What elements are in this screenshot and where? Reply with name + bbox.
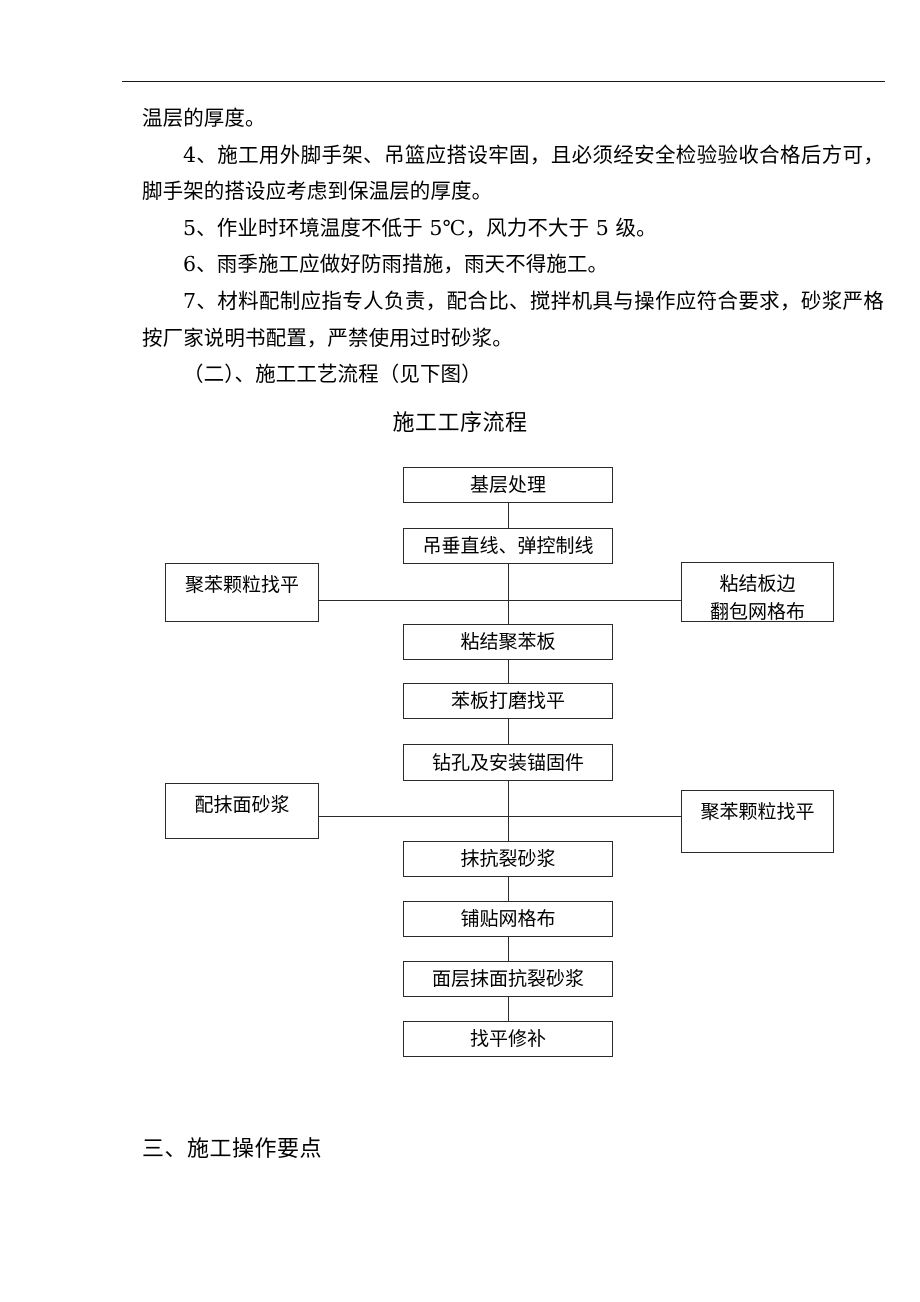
flow-node-8-label: 面层抹面抗裂砂浆 xyxy=(431,968,584,990)
flow-side-node-left-2[interactable]: 配抹面砂浆 xyxy=(165,783,319,839)
flow-side-node-left-1[interactable]: 聚苯颗粒找平 xyxy=(165,563,319,622)
connector-v-7-8 xyxy=(508,937,509,961)
connector-v-3-4 xyxy=(508,660,509,683)
connector-v-1-2 xyxy=(508,503,509,528)
header-divider xyxy=(122,81,885,82)
section-heading-3: 三、施工操作要点 xyxy=(142,1137,323,1162)
flow-side-node-right-1[interactable]: 粘结板边 翻包网格布 xyxy=(681,562,834,623)
flow-node-4[interactable]: 苯板打磨找平 xyxy=(403,683,613,719)
flow-node-6[interactable]: 抹抗裂砂浆 xyxy=(403,841,613,877)
flow-node-3[interactable]: 粘结聚苯板 xyxy=(403,624,613,660)
flow-node-3-label: 粘结聚苯板 xyxy=(460,631,556,653)
flow-node-2-label: 吊垂直线、弹控制线 xyxy=(422,535,594,557)
flow-node-7[interactable]: 铺贴网格布 xyxy=(403,901,613,937)
flow-node-8[interactable]: 面层抹面抗裂砂浆 xyxy=(403,961,613,997)
flowchart-title: 施工工序流程 xyxy=(392,411,528,436)
connector-v-4-5 xyxy=(508,719,509,745)
flow-node-4-label: 苯板打磨找平 xyxy=(450,690,565,712)
connector-v-6-7 xyxy=(508,877,509,901)
flow-node-6-label: 抹抗裂砂浆 xyxy=(460,848,556,870)
connector-h-right-1 xyxy=(508,600,681,601)
flow-node-1[interactable]: 基层处理 xyxy=(403,467,613,503)
flow-node-9[interactable]: 找平修补 xyxy=(403,1021,613,1057)
flow-node-5-label: 钻孔及安装锚固件 xyxy=(431,751,584,774)
flow-side-node-left-2-line-1: 配抹面砂浆 xyxy=(194,794,290,816)
paragraph-section-2: （二）、施工工艺流程（见下图） xyxy=(183,362,482,387)
connector-h-right-2 xyxy=(508,816,681,817)
paragraph-item-7: 7、材料配制应指专人负责，配合比、搅拌机具与操作应符合要求，砂浆严格按厂家说明书… xyxy=(142,288,884,350)
flow-side-node-left-1-line-1: 聚苯颗粒找平 xyxy=(184,574,299,596)
flow-side-node-right-2[interactable]: 聚苯颗粒找平 xyxy=(681,790,834,853)
flow-node-7-label: 铺贴网格布 xyxy=(460,908,556,930)
paragraph-item-4: 4、施工用外脚手架、吊篮应搭设牢固，且必须经安全检验验收合格后方可，脚手架的搭设… xyxy=(142,142,884,204)
flow-node-9-label: 找平修补 xyxy=(469,1028,546,1050)
connector-v-8-9 xyxy=(508,997,509,1021)
flow-node-1-label: 基层处理 xyxy=(469,474,546,496)
flow-side-node-right-1-line-1: 粘结板边 xyxy=(719,573,796,595)
connector-v-2-3 xyxy=(508,563,509,625)
flow-side-node-right-2-line-1: 聚苯颗粒找平 xyxy=(700,801,815,823)
connector-v-5-6 xyxy=(508,781,509,841)
connector-h-left-2 xyxy=(319,816,509,817)
flow-side-node-right-1-line-2: 翻包网格布 xyxy=(709,601,805,623)
body-text-block: 温层的厚度。 4、施工用外脚手架、吊篮应搭设牢固，且必须经安全检验验收合格后方可… xyxy=(142,100,884,393)
paragraph-item-5: 5、作业时环境温度不低于 5℃，风力不大于 5 级。 xyxy=(183,215,657,240)
flow-node-5[interactable]: 钻孔及安装锚固件 xyxy=(403,744,613,781)
paragraph-wen-ceng: 温层的厚度。 xyxy=(142,106,266,130)
connector-h-left-1 xyxy=(319,600,509,601)
flow-node-2[interactable]: 吊垂直线、弹控制线 xyxy=(403,528,613,564)
paragraph-item-6: 6、雨季施工应做好防雨措施，雨天不得施工。 xyxy=(183,252,609,277)
